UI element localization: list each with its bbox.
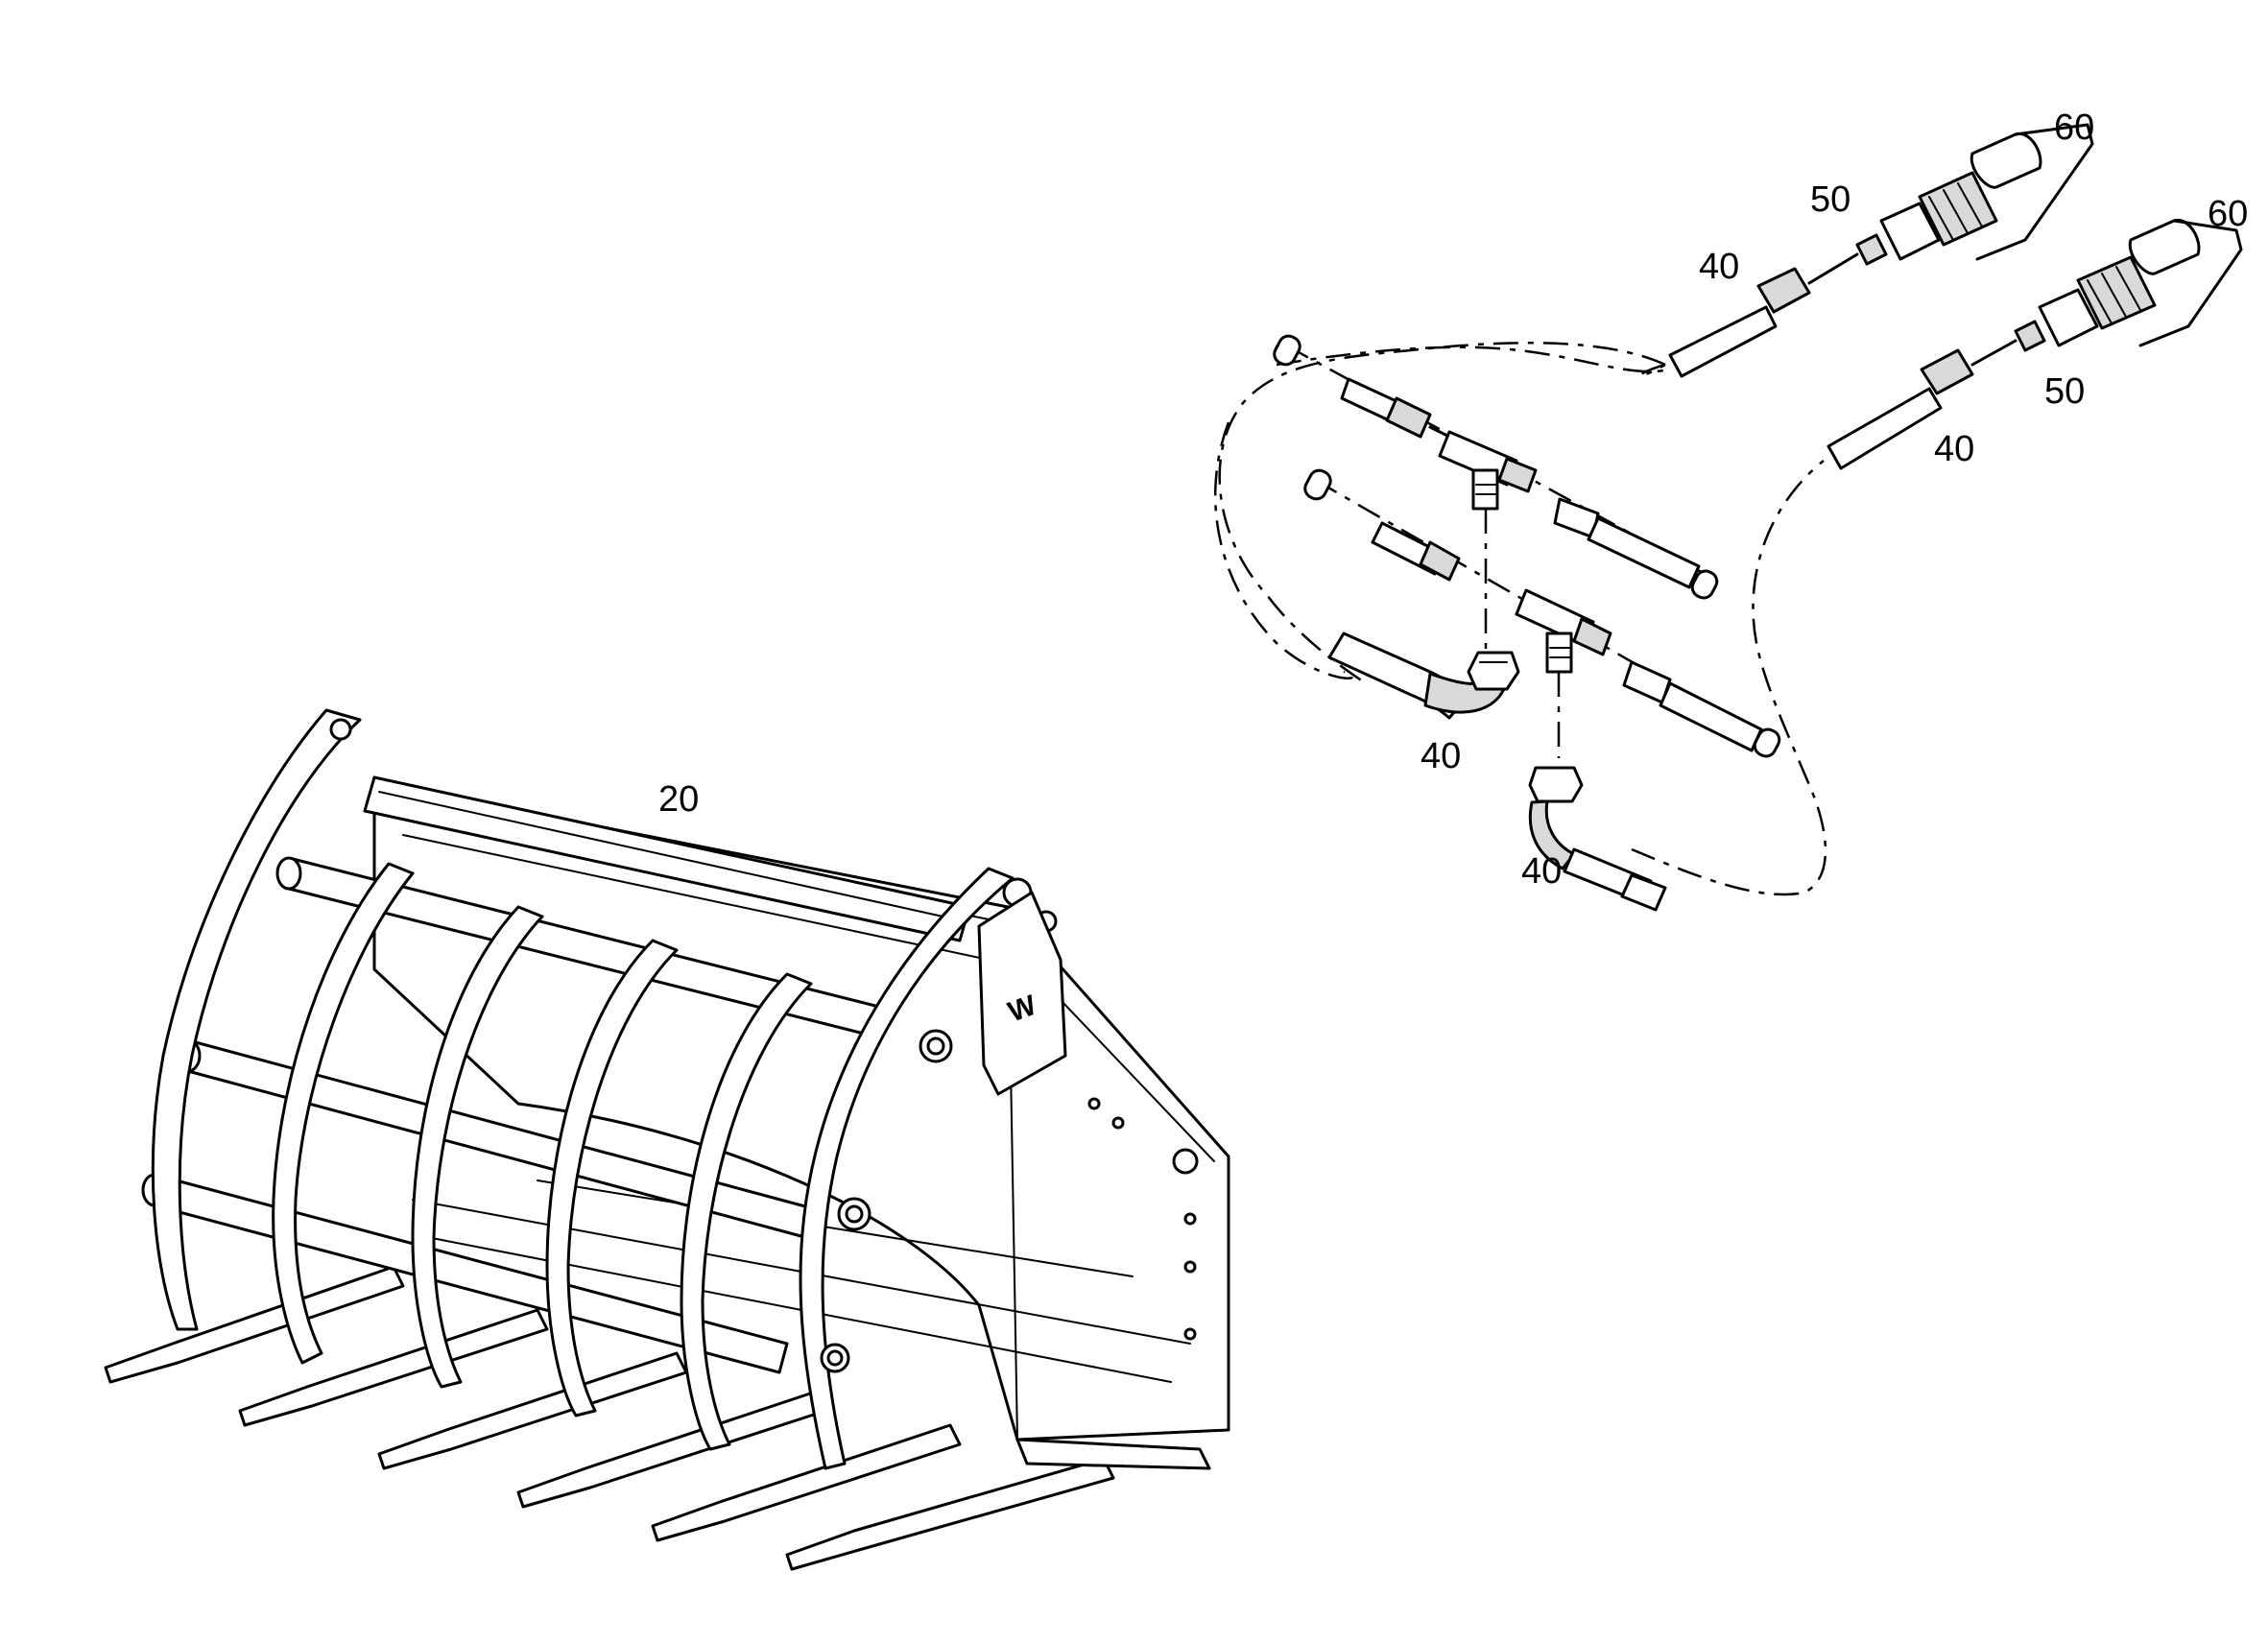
callout-40-upper: 40	[1699, 247, 1739, 287]
side-plate-holes	[1087, 1097, 1199, 1341]
kit-boundary-left	[1276, 345, 1671, 373]
hydraulic-kit	[1214, 123, 2243, 912]
callout-50-lower: 50	[2044, 371, 2085, 412]
callout-50-upper: 50	[1810, 179, 1850, 220]
callout-60-right: 60	[2208, 194, 2248, 234]
mounting-bracket: W	[977, 891, 1067, 1096]
callout-40-left: 40	[1420, 736, 1461, 776]
tee-fitting-upper	[1438, 430, 1538, 511]
grapple-rods	[141, 856, 885, 1374]
elbow-hose-left	[1327, 631, 1520, 720]
dust-cap-60-lower	[2128, 218, 2201, 275]
coupler-assembly-lower	[1826, 218, 2243, 470]
kit-boundary-dashed	[1218, 342, 1827, 896]
dust-cap-60-upper	[1970, 131, 2042, 189]
kit-boundary-lower	[1214, 421, 1354, 680]
upper-pipe-assembly	[1273, 334, 1719, 600]
elbow-hose-bottom	[1528, 766, 1667, 912]
callouts: 60 50 60 40 50 40 40 40 20	[658, 107, 2248, 892]
grapple-bucket: W	[104, 708, 1230, 1571]
upper-cross-tube	[363, 775, 971, 942]
grapple-arms	[151, 708, 1015, 1470]
callout-20: 20	[658, 779, 699, 820]
callout-40-right: 40	[1934, 429, 1974, 469]
callout-60-upper: 60	[2054, 107, 2094, 148]
callout-40-bottom: 40	[1521, 851, 1562, 892]
coupler-assembly-upper	[1668, 123, 2094, 378]
lower-pipe-assembly	[1303, 468, 1781, 758]
tee-fitting-lower	[1515, 588, 1612, 674]
tines	[104, 1265, 1211, 1571]
